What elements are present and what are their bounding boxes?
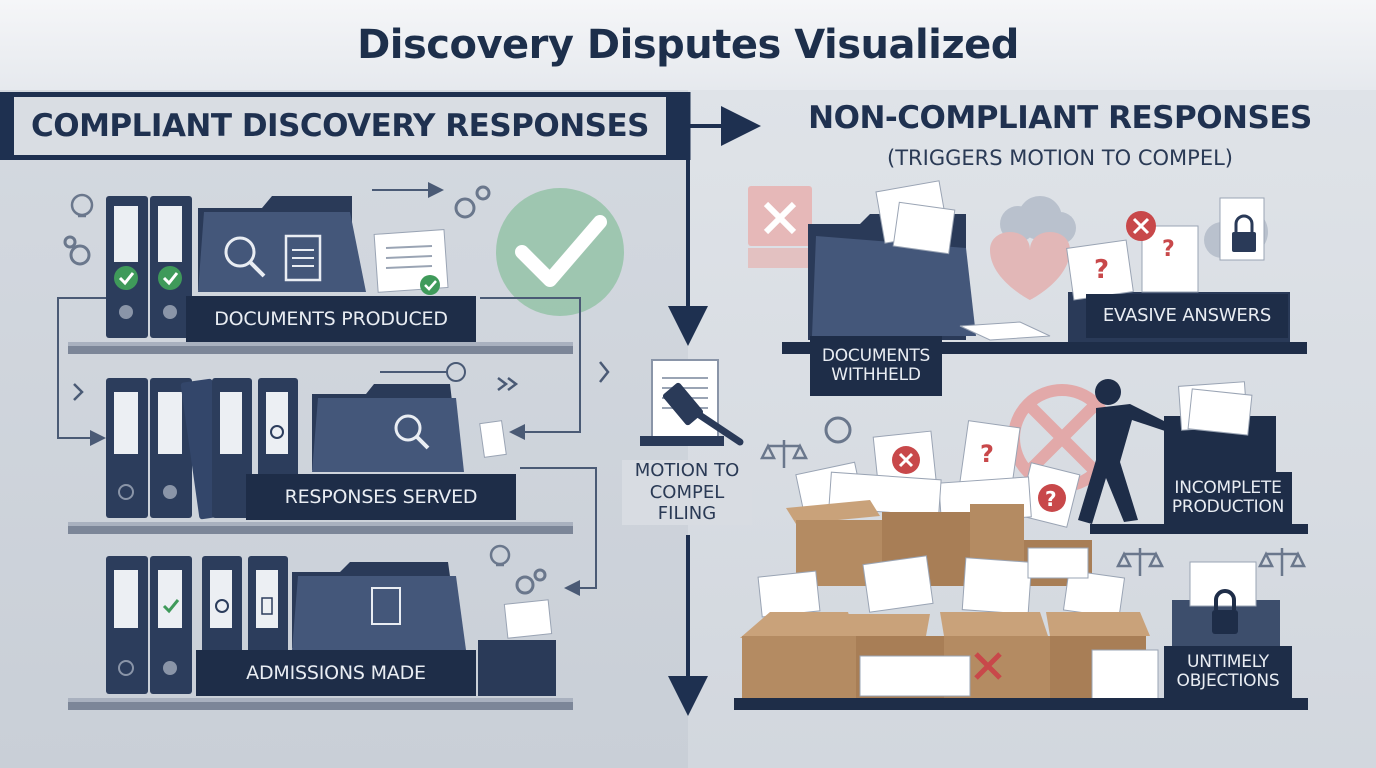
document-pile: ? ?	[795, 420, 1081, 528]
locked-cabinet-icon	[1172, 561, 1280, 650]
compliant-header: COMPLIANT DISCOVERY RESPONSES	[0, 92, 690, 160]
flow-arrows	[668, 92, 761, 716]
label-documents-produced: DOCUMENTS PRODUCED	[186, 296, 476, 342]
compliant-header-text: COMPLIANT DISCOVERY RESPONSES	[30, 108, 650, 144]
svg-text:?: ?	[1045, 487, 1057, 511]
label-incomplete-production: INCOMPLETE PRODUCTION	[1164, 472, 1292, 524]
motion-to-compel-label: MOTION TO COMPEL FILING	[622, 460, 752, 525]
label-admissions-made: ADMISSIONS MADE	[196, 650, 476, 696]
title-bar: Discovery Disputes Visualized	[0, 0, 1376, 90]
right-shelf-bottom	[734, 698, 1308, 710]
label-untimely-objections: UNTIMELY OBJECTIONS	[1164, 646, 1292, 698]
shelf-responses-served	[68, 378, 573, 534]
shelf-documents-produced	[68, 196, 573, 354]
cardboard-boxes	[740, 500, 1159, 709]
shelf-admissions-made	[68, 556, 573, 710]
non-compliant-subtitle: (TRIGGERS MOTION TO COMPEL)	[887, 146, 1233, 170]
lock-icon	[1219, 197, 1265, 261]
documents-withheld-group	[748, 180, 1051, 341]
page-title: Discovery Disputes Visualized	[357, 22, 1019, 68]
loop-arrows	[57, 182, 597, 596]
gear-icon	[63, 185, 852, 595]
svg-text:?: ?	[980, 440, 994, 468]
label-evasive-answers: EVASIVE ANSWERS	[1086, 294, 1288, 338]
label-documents-withheld: DOCUMENTS WITHHELD	[810, 336, 942, 396]
non-compliant-title: NON-COMPLIANT RESPONSES	[808, 100, 1312, 136]
svg-text:?: ?	[1094, 255, 1109, 285]
label-responses-served: RESPONSES SERVED	[246, 474, 516, 520]
svg-text:?: ?	[1162, 237, 1175, 262]
right-shelf-middle	[1090, 524, 1308, 534]
broken-heart-icon	[990, 232, 1070, 300]
lightbulb-icon	[70, 193, 511, 567]
gavel-document-icon	[640, 359, 744, 446]
check-circle-icon	[496, 188, 624, 316]
scales-icon	[759, 440, 1307, 576]
chevron-right-icon	[73, 361, 610, 401]
